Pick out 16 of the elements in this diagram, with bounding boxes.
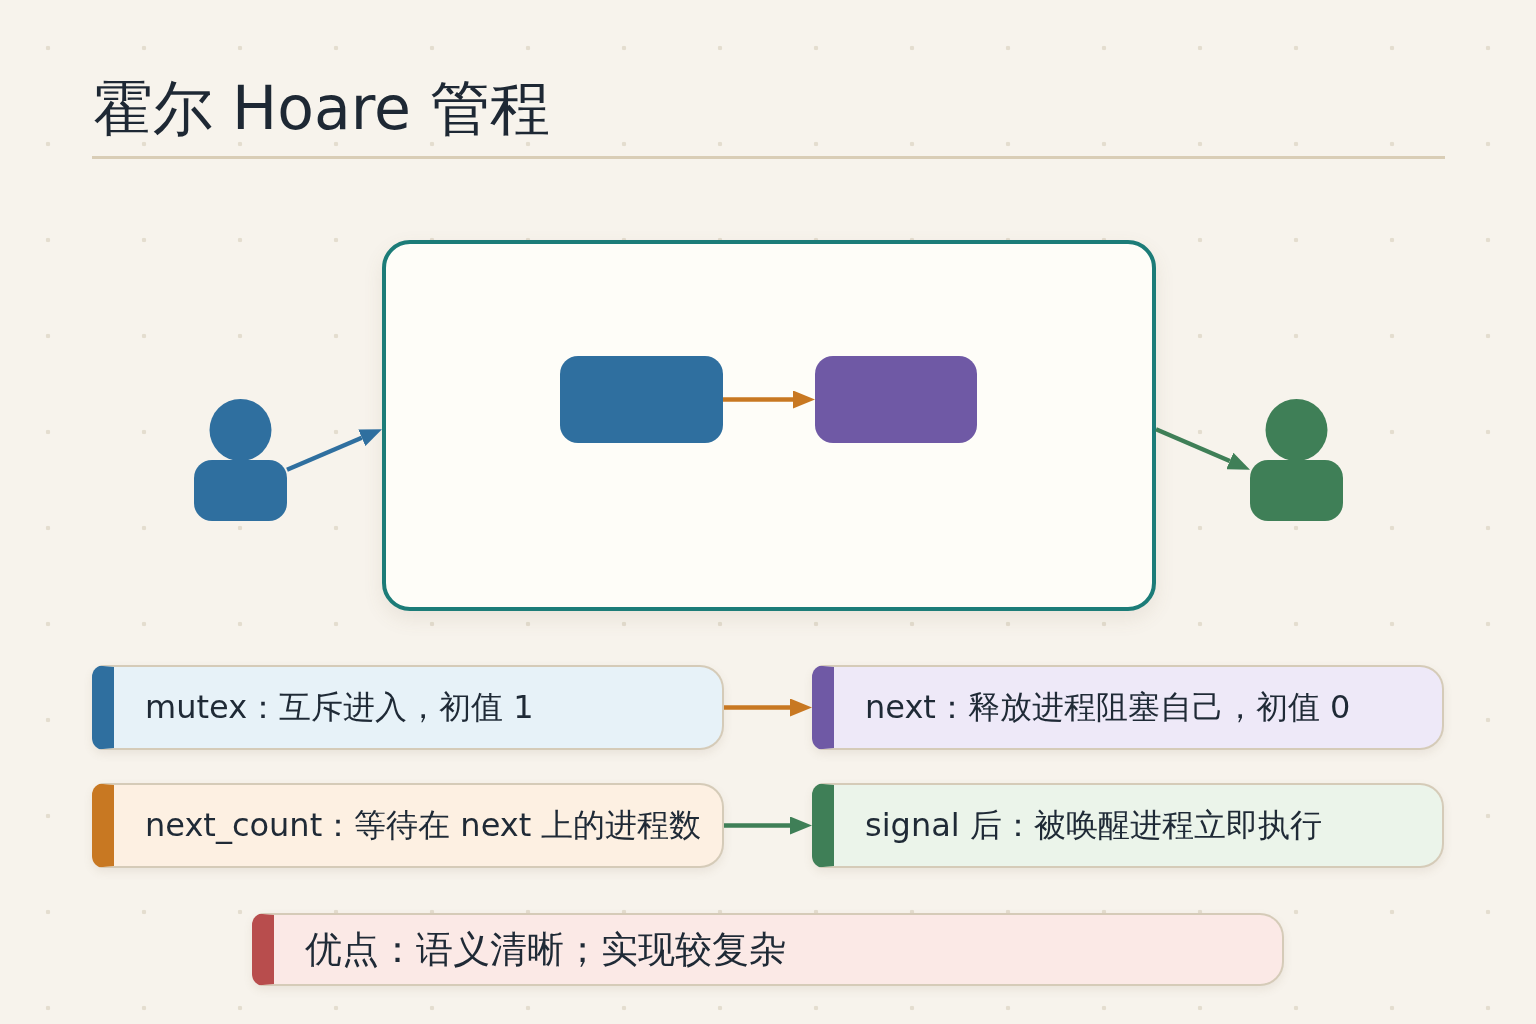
- note-box: mutex：互斥进入，初值 1: [92, 665, 724, 750]
- note-box: next：释放进程阻塞自己，初值 0: [812, 665, 1444, 750]
- note-box: next_count：等待在 next 上的进程数: [92, 783, 724, 868]
- person-icon: [194, 399, 287, 521]
- title: 霍尔 Hoare 管程: [93, 72, 550, 145]
- rounded-box: [815, 356, 977, 443]
- container-box: [382, 240, 1156, 611]
- arrow: [1155, 427, 1250, 470]
- person-icon: [1250, 399, 1343, 521]
- arrow: [723, 390, 815, 409]
- note-box: 优点：语义清晰；实现较复杂: [252, 913, 1284, 986]
- arrow: [724, 816, 812, 835]
- note-box: signal 后：被唤醒进程立即执行: [812, 783, 1444, 868]
- arrow: [286, 429, 383, 472]
- rounded-box: [560, 356, 723, 443]
- arrow: [724, 698, 812, 717]
